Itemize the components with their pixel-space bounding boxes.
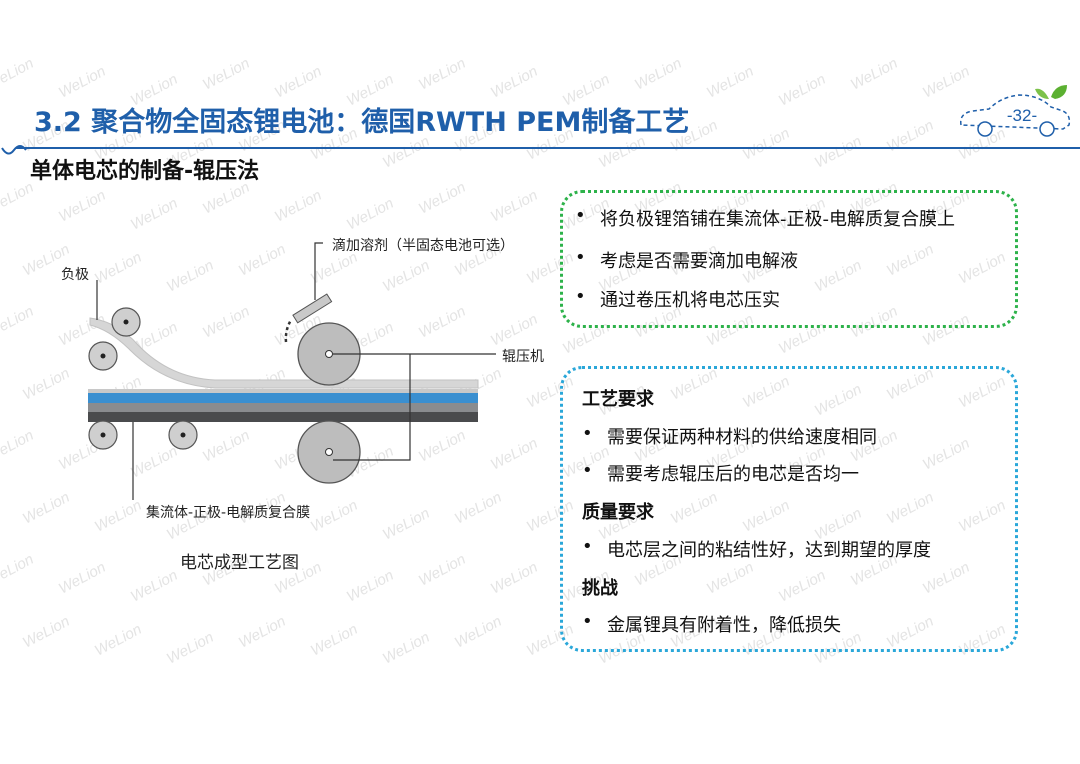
challenge-heading: 挑战 [582,578,618,599]
watermark-text: WeLion [632,55,685,94]
guide-roller-1 [111,307,141,337]
process-requirement-item: 需要考虑辊压后的电芯是否均一 [582,460,859,486]
watermark-text: WeLion [740,125,793,164]
layer-blue-electrolyte [88,393,478,403]
step-item: 通过卷压机将电芯压实 [575,286,780,312]
layer-dark-collector [88,412,478,422]
dropper-drops [284,319,293,343]
watermark-text: WeLion [776,71,829,110]
step-item: 考虑是否需要滴加电解液 [575,247,798,273]
requirements-box [560,366,1018,652]
calendering-diagram [88,242,496,500]
watermark-text: WeLion [884,117,937,156]
dropper-nozzle [292,293,333,324]
watermark-text: WeLion [92,621,145,660]
challenge-item: 金属锂具有附着性，降低损失 [582,611,841,637]
section-subtitle: 单体电芯的制备-辊压法 [30,159,260,184]
watermark-text: WeLion [812,133,865,172]
layer-gray-cathode [88,403,478,412]
anode-foil-strip [89,317,479,389]
quality-requirement-item: 电芯层之间的粘结性好，达到期望的厚度 [582,536,931,562]
steps-box [560,190,1018,328]
diagram-caption: 电芯成型工艺图 [180,553,299,573]
process-requirement-item: 需要保证两种材料的供给速度相同 [582,423,877,449]
guide-roller-4 [168,420,198,450]
guide-roller-2 [88,341,118,371]
press-roller-top [297,322,361,386]
watermark-text: WeLion [704,63,757,102]
car-logo-icon [960,85,1071,137]
watermark-text: WeLion [308,621,361,660]
step-item: 将负极锂箔铺在集流体-正极-电解质复合膜上 [575,205,955,231]
quality-requirements-heading: 质量要求 [582,502,654,523]
process-requirements-heading: 工艺要求 [582,389,654,410]
watermark-text: WeLion [848,55,901,94]
slide-title: 3.2 聚合物全固态锂电池：德国RWTH PEM制备工艺 [34,107,690,138]
watermark-text: WeLion [164,629,217,668]
label-roller: 辊压机 [502,349,544,365]
layer-top-light [88,389,478,393]
title-swoosh-icon [1,145,27,155]
page-number: -32- [1006,106,1038,125]
press-roller-bottom [297,420,361,484]
guide-roller-3 [88,420,118,450]
label-collector: 集流体-正极-电解质复合膜 [146,505,311,521]
label-dropper: 滴加溶剂（半固态电池可选） [332,238,514,254]
label-anode: 负极 [61,267,89,283]
title-rule [16,147,1080,149]
watermark-text: WeLion [380,629,433,668]
